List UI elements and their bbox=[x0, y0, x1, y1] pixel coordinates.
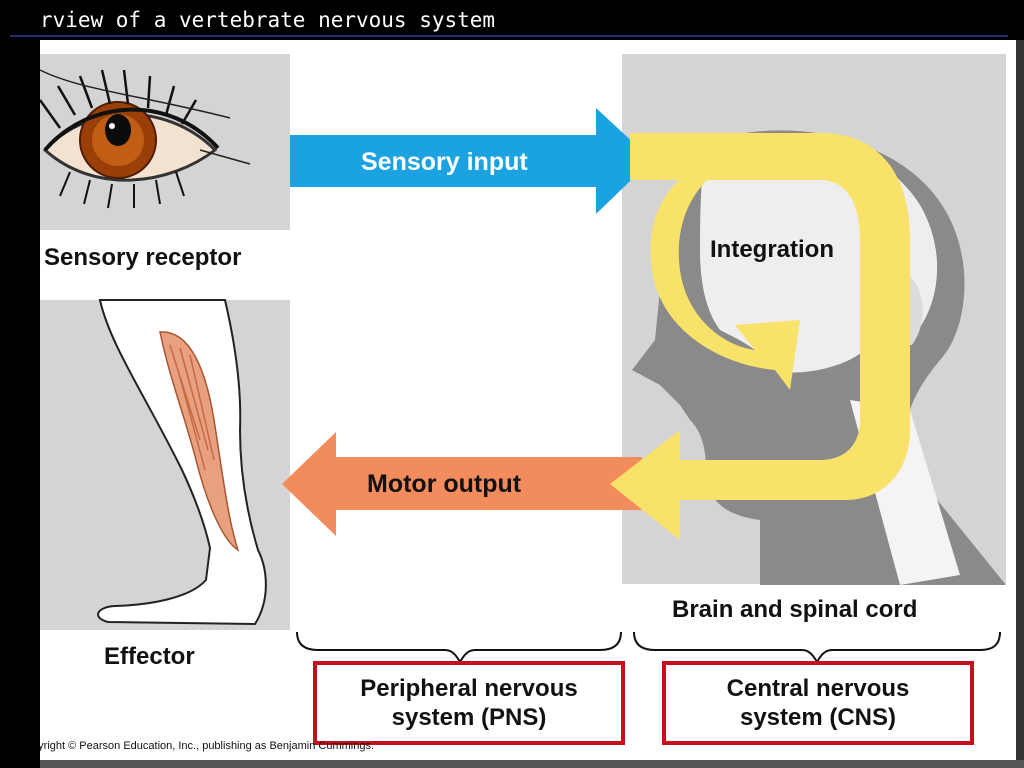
sensory-receptor-label: Sensory receptor bbox=[44, 244, 242, 271]
slide-title: Overview of a vertebrate nervous system bbox=[2, 8, 496, 32]
copyright-notice: Copyright © Pearson Education, Inc., pub… bbox=[18, 740, 375, 752]
sensory-input-label: Sensory input bbox=[361, 148, 528, 176]
bottom-shadow bbox=[40, 760, 1024, 768]
cns-line2: system (CNS) bbox=[739, 704, 897, 731]
title-rule bbox=[10, 35, 1008, 37]
cns-box: Central nervous system (CNS) bbox=[662, 661, 974, 745]
cns-line1: Central nervous bbox=[726, 675, 910, 702]
effector-label: Effector bbox=[104, 643, 195, 670]
leg-icon bbox=[97, 299, 267, 626]
right-shadow bbox=[1016, 40, 1024, 768]
pns-box: Peripheral nervous system (PNS) bbox=[313, 661, 625, 745]
motor-output-arrow bbox=[282, 432, 642, 536]
eye-icon bbox=[38, 69, 251, 209]
sensory-input-arrow bbox=[290, 108, 652, 214]
title-bar bbox=[0, 0, 1024, 40]
motor-output-label: Motor output bbox=[367, 470, 522, 498]
pns-line2: system (PNS) bbox=[391, 704, 547, 731]
integration-arrow bbox=[610, 133, 910, 540]
brain-spinal-cord-label: Brain and spinal cord bbox=[672, 596, 918, 623]
left-shadow bbox=[0, 40, 40, 768]
pns-line1: Peripheral nervous bbox=[360, 675, 578, 702]
integration-label: Integration bbox=[710, 236, 834, 263]
